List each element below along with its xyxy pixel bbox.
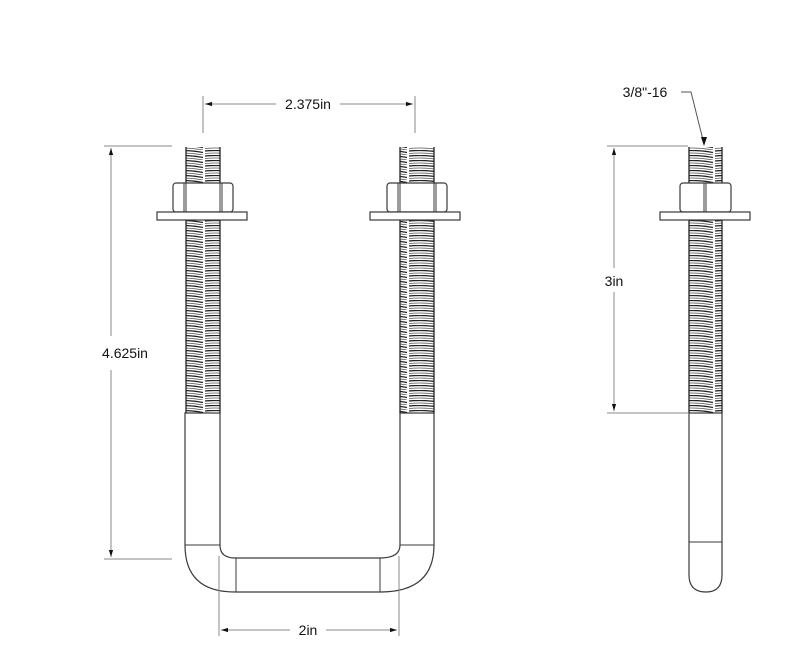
left-hex-nut [172, 182, 234, 213]
side-rod [688, 412, 723, 593]
dimension-label: 2.375in [285, 96, 331, 112]
left-washer [156, 211, 248, 221]
dimension-label: 4.625in [102, 345, 148, 361]
side-view: 3/8"-16 3in [605, 84, 751, 593]
dimension-leg-spacing: 2.375in [202, 96, 416, 133]
front-view: 2.375in 4.625in 2in [102, 96, 461, 638]
dimension-label: 2in [299, 622, 318, 638]
dimension-label: 3in [605, 273, 624, 289]
right-washer [369, 211, 461, 221]
thread-spec-callout: 3/8"-16 [623, 84, 707, 146]
thread-spec-label: 3/8"-16 [623, 84, 668, 100]
side-washer [659, 211, 751, 221]
dimension-thread-length: 3in [605, 145, 688, 414]
u-bolt-body [184, 412, 435, 593]
side-hex-nut [679, 182, 732, 213]
dimension-inner-width: 2in [218, 556, 400, 638]
dimension-overall-height: 4.625in [102, 145, 172, 560]
right-hex-nut [386, 182, 448, 213]
